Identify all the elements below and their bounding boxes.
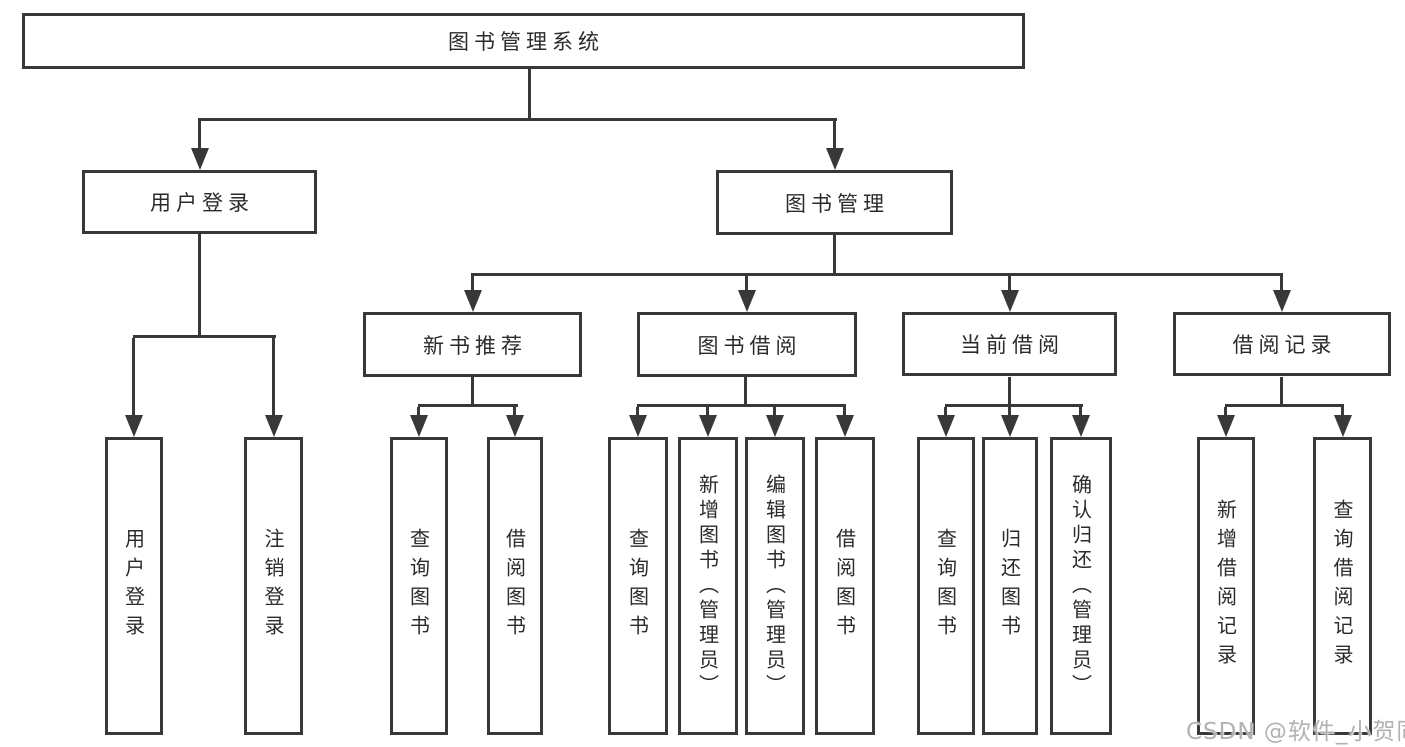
connector-line [944, 407, 947, 417]
connector-line [1224, 407, 1227, 417]
node-return-books: 归还图书 [982, 437, 1038, 735]
connector-line [843, 407, 846, 417]
node-book-borrowing: 图书借阅 [637, 312, 857, 377]
connector-line [1008, 407, 1011, 417]
connector-line [471, 377, 474, 407]
arrowhead [629, 415, 647, 437]
node-user-login: 用户登录 [82, 170, 317, 234]
node-edit-books-admin: 编辑图书（管理员） [745, 437, 805, 735]
node-add-books-admin: 新增图书（管理员） [678, 437, 738, 735]
watermark: CSDN @软件_小贺同学 [1186, 719, 1405, 745]
node-add-borrow-record: 新增借阅记录 [1197, 437, 1255, 735]
connector-line [833, 235, 836, 273]
arrowhead [1072, 415, 1090, 437]
arrowhead [1001, 290, 1019, 312]
arrowhead [1334, 415, 1352, 437]
node-borrowing-records: 借阅记录 [1173, 312, 1391, 376]
connector-line [528, 69, 531, 120]
connector-line [198, 121, 201, 150]
connector-line [773, 407, 776, 417]
arrowhead [937, 415, 955, 437]
node-user-login-action: 用户登录 [105, 437, 163, 735]
arrowhead [699, 415, 717, 437]
node-borrow-books-borrowing: 借阅图书 [815, 437, 875, 735]
node-logout-action: 注销登录 [244, 437, 303, 735]
connector-line [744, 377, 747, 407]
arrowhead [410, 415, 428, 437]
node-query-books-recommend: 查询图书 [390, 437, 448, 735]
connector-line [198, 234, 201, 335]
arrowhead [1001, 415, 1019, 437]
arrowhead [265, 415, 283, 437]
arrowhead [738, 290, 756, 312]
node-confirm-return-admin: 确认归还（管理员） [1050, 437, 1112, 735]
connector-line [1079, 407, 1082, 417]
node-query-borrow-record: 查询借阅记录 [1313, 437, 1372, 735]
connector-line [418, 404, 518, 407]
node-query-books-current: 查询图书 [917, 437, 975, 735]
connector-line [945, 404, 1083, 407]
node-query-books-borrowing: 查询图书 [608, 437, 668, 735]
node-current-borrowing: 当前借阅 [902, 312, 1117, 376]
arrowhead [191, 148, 209, 170]
connector-line [1341, 407, 1344, 417]
connector-line [513, 407, 516, 417]
connector-line [706, 407, 709, 417]
connector-line [272, 338, 275, 415]
connector-line [132, 338, 135, 415]
node-book-management: 图书管理 [716, 170, 953, 235]
arrowhead [836, 415, 854, 437]
arrowhead [506, 415, 524, 437]
connector-line [636, 407, 639, 417]
arrowhead [1273, 290, 1291, 312]
connector-line [745, 276, 748, 291]
connector-line [1280, 377, 1283, 407]
arrowhead [464, 290, 482, 312]
connector-line [471, 276, 474, 291]
arrowhead [1217, 415, 1235, 437]
connector-line [1008, 276, 1011, 291]
arrowhead [125, 415, 143, 437]
connector-line [133, 335, 276, 338]
arrowhead [826, 148, 844, 170]
arrowhead [766, 415, 784, 437]
connector-line [1008, 377, 1011, 407]
connector-line [637, 404, 846, 407]
connector-line [198, 118, 837, 121]
node-new-book-recommendation: 新书推荐 [363, 312, 582, 377]
connector-line [471, 273, 1283, 276]
connector-line [833, 121, 836, 150]
connector-line [1225, 404, 1344, 407]
node-borrow-books-recommend: 借阅图书 [487, 437, 543, 735]
node-root-title: 图书管理系统 [22, 13, 1025, 69]
connector-line [417, 407, 420, 417]
connector-line [1280, 276, 1283, 291]
